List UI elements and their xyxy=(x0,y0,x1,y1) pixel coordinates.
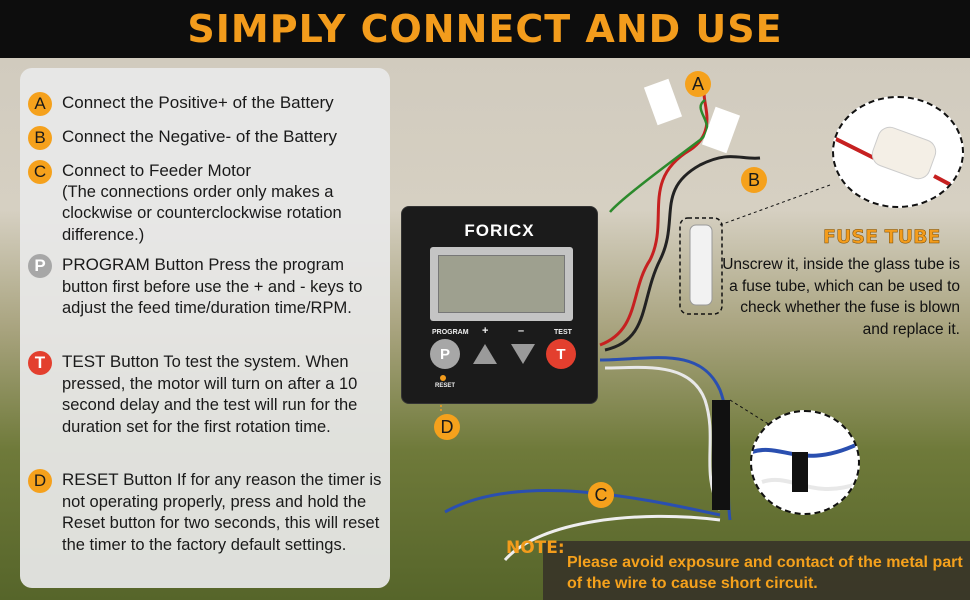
reset-label: RESET xyxy=(435,383,456,389)
badge-d: D xyxy=(28,469,52,493)
instruction-test-body: To test the system. When pressed, the mo… xyxy=(62,353,358,436)
minus-button[interactable] xyxy=(508,339,538,369)
marker-b: B xyxy=(741,167,767,193)
blue-lead xyxy=(444,489,721,517)
lcd-frame xyxy=(430,247,573,321)
instruction-c-body: (The connections order only makes a cloc… xyxy=(62,182,342,244)
marker-a: A xyxy=(685,71,711,97)
note-text: Please avoid exposure and contact of the… xyxy=(567,554,963,592)
instruction-reset: D RESET Button If for any reason the tim… xyxy=(28,469,384,556)
reset-button[interactable] xyxy=(440,375,446,381)
marker-c: C xyxy=(588,482,614,508)
device-brand: FORICX xyxy=(464,221,535,240)
white-lead xyxy=(503,514,721,561)
page-title: SIMPLY CONNECT AND USE xyxy=(187,7,783,51)
connector-zoom-circle xyxy=(750,410,860,515)
instruction-test: T TEST Button To test the system. When p… xyxy=(28,351,384,438)
instruction-b: B Connect the Negative- of the Battery xyxy=(28,126,384,150)
instructions-panel: A Connect the Positive+ of the Battery B… xyxy=(20,68,390,588)
fuse-callout-line xyxy=(719,184,831,226)
connector xyxy=(712,400,730,510)
instruction-test-title: TEST Button xyxy=(62,352,160,371)
down-arrow-icon xyxy=(511,344,535,364)
fuse-zoom-circle xyxy=(832,96,964,208)
plus-label: + xyxy=(482,325,489,337)
header-banner: SIMPLY CONNECT AND USE xyxy=(0,0,970,58)
timer-device: FORICX PROGRAM + – TEST P T RESET xyxy=(401,206,598,404)
lcd-screen xyxy=(438,255,565,313)
green-wire xyxy=(609,98,709,213)
badge-test: T xyxy=(28,351,52,375)
plus-button[interactable] xyxy=(470,339,500,369)
program-button[interactable]: P xyxy=(430,339,460,369)
badge-program: P xyxy=(28,254,52,278)
program-label: PROGRAM xyxy=(432,329,469,336)
instruction-reset-body: If for any reason the timer is not opera… xyxy=(62,471,382,554)
badge-a: A xyxy=(28,92,52,116)
fuse-highlight xyxy=(679,217,723,315)
fuse-holder xyxy=(689,224,713,306)
marker-d: D xyxy=(434,414,460,440)
red-wire xyxy=(599,89,709,347)
note-label: NOTE: xyxy=(506,538,565,558)
note-box xyxy=(543,541,970,600)
instruction-program-title: PROGRAM Button xyxy=(62,255,204,274)
black-wire xyxy=(604,155,761,352)
instruction-b-title: Connect the Negative- of the Battery xyxy=(62,127,337,146)
instruction-program-body: Press the program button first before us… xyxy=(62,256,363,317)
test-label: TEST xyxy=(554,329,572,336)
test-button[interactable]: T xyxy=(546,339,576,369)
up-arrow-icon xyxy=(473,344,497,364)
fuse-tube-title: FUSE TUBE xyxy=(823,226,941,249)
minus-label: – xyxy=(518,325,525,337)
fuse-tube-description: Unscrew it, inside the glass tube is a f… xyxy=(722,256,960,338)
battery-tag xyxy=(643,78,741,154)
connector-zoom-illustration xyxy=(752,441,858,492)
connector-callout-line xyxy=(729,399,771,426)
instruction-reset-title: RESET Button xyxy=(62,470,173,489)
instruction-c: C Connect to Feeder Motor (The connectio… xyxy=(28,160,384,246)
fuse-zoom-illustration xyxy=(834,126,962,194)
badge-c: C xyxy=(28,160,52,184)
instruction-a: A Connect the Positive+ of the Battery xyxy=(28,92,384,116)
instruction-a-title: Connect the Positive+ of the Battery xyxy=(62,93,334,112)
instruction-program: P PROGRAM Button Press the program butto… xyxy=(28,254,384,320)
badge-b: B xyxy=(28,126,52,150)
white-wire xyxy=(604,365,722,511)
instruction-c-title: Connect to Feeder Motor xyxy=(62,161,251,180)
